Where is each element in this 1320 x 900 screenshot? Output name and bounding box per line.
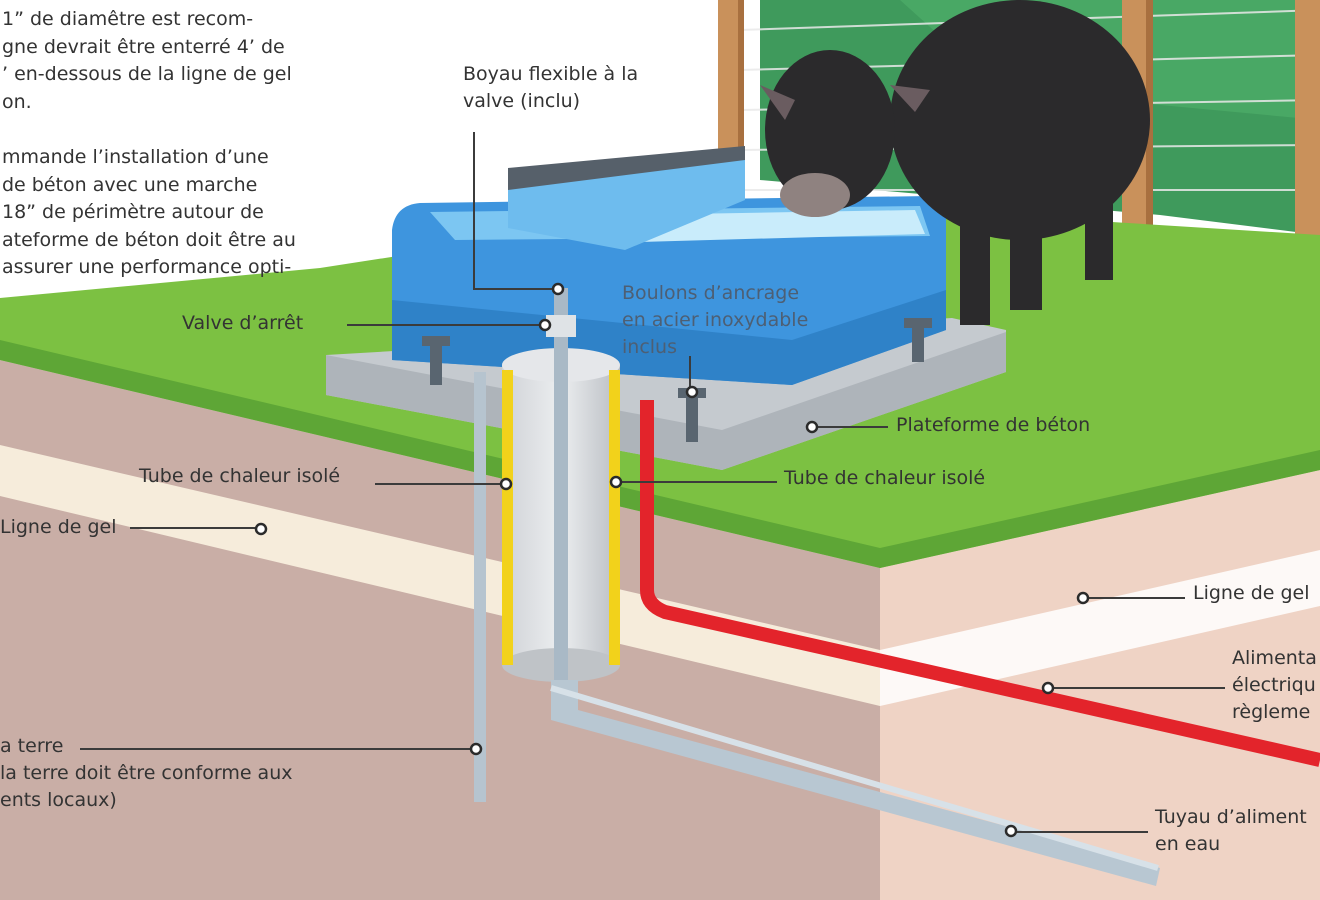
label-line: Boulons d’ancrage — [622, 282, 800, 304]
label-boulons-ancrage: Boulons d’ancrage en acier inoxydable in… — [622, 280, 808, 361]
label-line: en acier inoxydable — [622, 309, 809, 331]
label-tube-chaleur-right: Tube de chaleur isolé — [784, 467, 986, 489]
intro-line: 18” de périmètre autour de — [2, 201, 264, 223]
label-valve-arret: Valve d’arrêt — [182, 312, 304, 334]
label-tube-chaleur-left: Tube de chaleur isolé — [139, 465, 341, 487]
label-line: Boyau flexible à la — [463, 63, 639, 85]
cow-illustration — [760, 0, 1150, 325]
intro-line: gne devrait être enterré 4’ de — [2, 35, 285, 58]
label-alimentation-electrique: Alimenta électriqu règleme — [1232, 645, 1317, 726]
intro-line: assurer une performance opti- — [2, 256, 292, 278]
frost-line-band-right — [880, 550, 1320, 706]
soil-front-face — [0, 360, 880, 900]
label-mise-a-la-terre: a terre la terre doit être conforme aux … — [0, 733, 293, 814]
intro-line: ateforme de béton doit être au — [2, 228, 296, 251]
label-line: règleme — [1232, 701, 1311, 723]
label-ligne-gel-left: Ligne de gel — [0, 516, 117, 538]
intro-line: de béton avec une marche — [2, 173, 258, 196]
label-line: ents locaux) — [0, 789, 117, 811]
label-line: électriqu — [1232, 674, 1316, 696]
intro-line: on. — [2, 90, 32, 113]
label-tuyau-alimentation-eau: Tuyau d’aliment en eau — [1155, 804, 1307, 858]
leader-lines — [80, 132, 1225, 833]
label-line: en eau — [1155, 833, 1221, 855]
label-line: valve (inclu) — [463, 90, 581, 112]
label-line: Tuyau d’aliment — [1155, 806, 1307, 828]
label-ligne-gel-right: Ligne de gel — [1193, 582, 1310, 604]
label-line: inclus — [622, 336, 677, 358]
frost-line-band-front — [0, 445, 880, 706]
intro-line: 1” de diamêtre est recom- — [2, 8, 254, 30]
intro-line: ’ en-dessous de la ligne de gel — [2, 63, 292, 85]
label-boyau-flexible: Boyau flexible à la valve (inclu) — [463, 61, 638, 115]
label-line: la terre doit être conforme aux — [0, 762, 293, 784]
leader-dots — [254, 282, 1090, 838]
electric-line — [640, 400, 1320, 767]
ground-rod — [474, 372, 486, 802]
label-line: Alimenta — [1232, 647, 1317, 669]
intro-paragraph-2: mmande l’installation d’une de béton ave… — [2, 144, 296, 282]
intro-line: mmande l’installation d’une — [2, 146, 269, 168]
label-line: a terre — [0, 735, 64, 757]
label-plateforme-beton: Plateforme de béton — [896, 414, 1091, 436]
intro-paragraph-1: 1” de diamêtre est recom- gne devrait êt… — [2, 6, 292, 116]
